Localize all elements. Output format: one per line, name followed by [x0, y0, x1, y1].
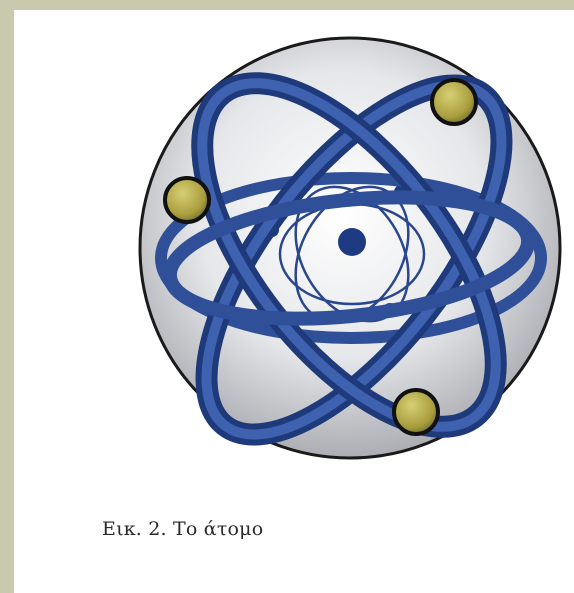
- electron-icon: [394, 390, 438, 434]
- atom-illustration: [14, 10, 574, 490]
- nucleus-icon: [338, 228, 366, 256]
- electron-icon: [165, 178, 209, 222]
- figure-caption: Εικ. 2. Το άτομο: [102, 518, 263, 540]
- electron-icon: [432, 80, 476, 124]
- document-page: Εικ. 2. Το άτομο: [14, 10, 574, 593]
